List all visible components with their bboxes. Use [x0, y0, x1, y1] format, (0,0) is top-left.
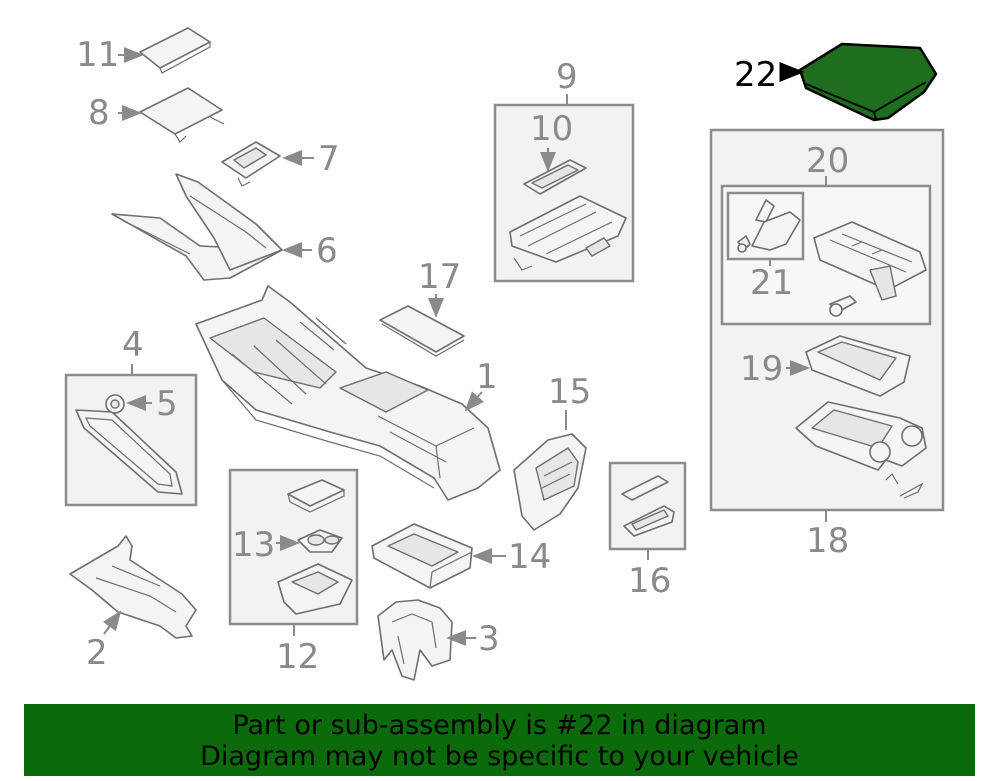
callout-6: 6	[316, 231, 338, 271]
part-17	[379, 305, 465, 357]
callout-12: 12	[276, 637, 319, 677]
callout-10: 10	[530, 109, 573, 149]
part-18	[795, 401, 927, 499]
callout-11: 11	[76, 35, 119, 75]
callout-3: 3	[478, 619, 500, 659]
callout-20: 20	[806, 141, 849, 181]
part-16	[621, 475, 675, 537]
callout-13: 13	[232, 525, 275, 565]
notice-banner: Part or sub-assembly is #22 in diagram D…	[24, 704, 975, 776]
part-5	[105, 394, 125, 414]
callout-22: 22	[734, 55, 777, 95]
box-16	[608, 461, 687, 551]
parts-diagram: 11 8 7 6 9 10 22	[64, 27, 945, 681]
part-13	[297, 529, 343, 553]
part-9-bracket	[509, 195, 627, 271]
part-22-highlighted	[798, 42, 938, 122]
callout-5: 5	[156, 384, 178, 424]
callout-17: 17	[418, 257, 461, 297]
banner-line-2: Diagram may not be specific to your vehi…	[200, 741, 799, 772]
part-15	[513, 433, 587, 531]
callout-4: 4	[122, 325, 144, 365]
callout-1: 1	[476, 357, 498, 397]
callout-15: 15	[548, 372, 591, 412]
part-3	[377, 599, 453, 681]
callout-18: 18	[806, 521, 849, 561]
part-2	[69, 535, 197, 639]
part-12-lid	[287, 479, 345, 513]
part-1-console	[195, 285, 501, 501]
callout-9: 9	[556, 57, 578, 97]
part-14	[371, 523, 473, 589]
part-21	[737, 199, 801, 253]
callout-21: 21	[750, 263, 793, 303]
part-20	[813, 221, 927, 317]
callout-2: 2	[86, 633, 108, 673]
part-7	[221, 141, 281, 187]
callout-7: 7	[318, 139, 340, 179]
part-19	[805, 335, 911, 397]
callout-19: 19	[740, 349, 783, 389]
part-11	[139, 27, 211, 74]
banner-line-1: Part or sub-assembly is #22 in diagram	[232, 710, 767, 741]
callout-16: 16	[628, 561, 671, 601]
callout-8: 8	[88, 93, 110, 133]
callout-14: 14	[508, 537, 551, 577]
part-8	[139, 87, 225, 143]
part-10	[523, 159, 587, 195]
part-12-bin	[277, 563, 353, 615]
part-6	[111, 173, 283, 281]
